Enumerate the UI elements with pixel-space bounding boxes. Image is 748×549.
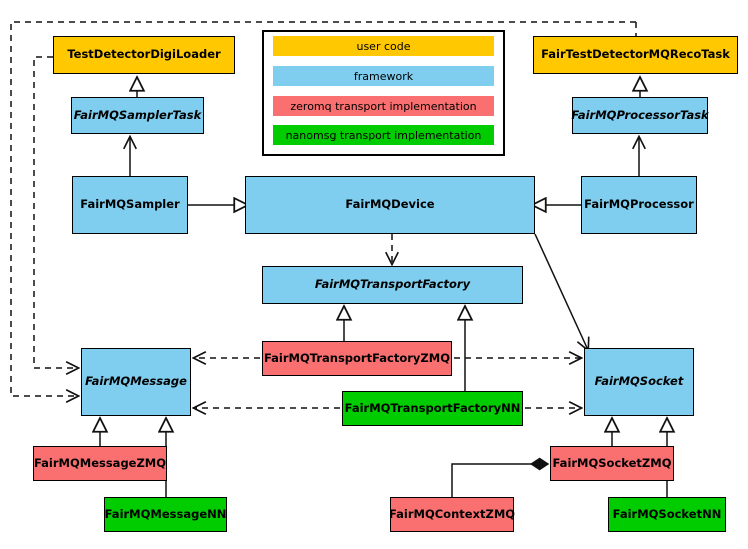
node-label: FairMQSamplerTask — [73, 107, 202, 122]
node-label: FairMQTransportFactoryZMQ — [263, 350, 450, 365]
node-fairmqmessagezmq[interactable]: FairMQMessageZMQ — [33, 446, 167, 481]
node-fairmqsamplertask[interactable]: FairMQSamplerTask — [71, 97, 204, 134]
node-fairmqprocessortask[interactable]: FairMQProcessorTask — [571, 97, 709, 134]
node-fairmqsocketnn[interactable]: FairMQSocketNN — [608, 497, 726, 532]
edge-recotask-message — [10, 21, 636, 396]
node-label: FairTestDetectorMQRecoTask — [541, 47, 730, 62]
legend-item-user-code: user code — [273, 36, 494, 56]
node-fairmqtransportfactory[interactable]: FairMQTransportFactory — [262, 266, 523, 304]
edge-digiloader-message — [33, 56, 78, 368]
node-fairmqsampler[interactable]: FairMQSampler — [72, 176, 188, 234]
node-label: FairMQProcessorTask — [571, 107, 709, 122]
node-label: FairMQSocketZMQ — [552, 455, 672, 470]
node-label: FairMQSampler — [80, 197, 180, 212]
node-fairmqsocketzmq[interactable]: FairMQSocketZMQ — [550, 446, 674, 481]
node-fairmqdevice[interactable]: FairMQDevice — [245, 176, 535, 234]
node-fairmqprocessor[interactable]: FairMQProcessor — [581, 176, 697, 234]
node-fairmqmessagenn[interactable]: FairMQMessageNN — [104, 497, 227, 532]
node-fairmqsocket[interactable]: FairMQSocket — [584, 348, 694, 416]
legend-label-zeromq: zeromq transport implementation — [290, 99, 477, 113]
node-label: FairMQTransportFactory — [314, 277, 471, 292]
node-label: FairMQSocketNN — [612, 506, 722, 521]
node-fairmqcontextzmq[interactable]: FairMQContextZMQ — [388, 497, 516, 532]
edge-device-socket — [534, 233, 588, 350]
node-fairtestdetectormqrecotask[interactable]: FairTestDetectorMQRecoTask — [533, 36, 738, 74]
legend-item-framework: framework — [273, 66, 494, 86]
node-label: FairMQContextZMQ — [388, 506, 516, 521]
node-label: TestDetectorDigiLoader — [67, 47, 221, 62]
node-testdetectordigiloader[interactable]: TestDetectorDigiLoader — [53, 36, 235, 74]
node-fairmqtransportfactorynn[interactable]: FairMQTransportFactoryNN — [342, 391, 523, 426]
node-label: FairMQSocket — [594, 374, 684, 389]
legend-label-framework: framework — [353, 69, 414, 83]
node-label: FairMQMessageZMQ — [33, 455, 167, 470]
legend-label-user-code: user code — [356, 39, 411, 53]
legend-item-nanomsg: nanomsg transport implementation — [273, 125, 494, 145]
node-label: FairMQProcessor — [584, 197, 694, 212]
node-label: FairMQMessage — [85, 374, 187, 389]
node-fairmqtransportfactoryzmq[interactable]: FairMQTransportFactoryZMQ — [262, 341, 452, 376]
edge-contextzmq-socketzmq — [451, 457, 550, 497]
node-label: FairMQDevice — [345, 197, 435, 212]
node-fairmqmessage[interactable]: FairMQMessage — [81, 348, 191, 416]
node-label: FairMQMessageNN — [104, 506, 227, 521]
legend-label-nanomsg: nanomsg transport implementation — [285, 128, 482, 142]
legend-item-zeromq: zeromq transport implementation — [273, 96, 494, 116]
node-label: FairMQTransportFactoryNN — [344, 400, 521, 415]
